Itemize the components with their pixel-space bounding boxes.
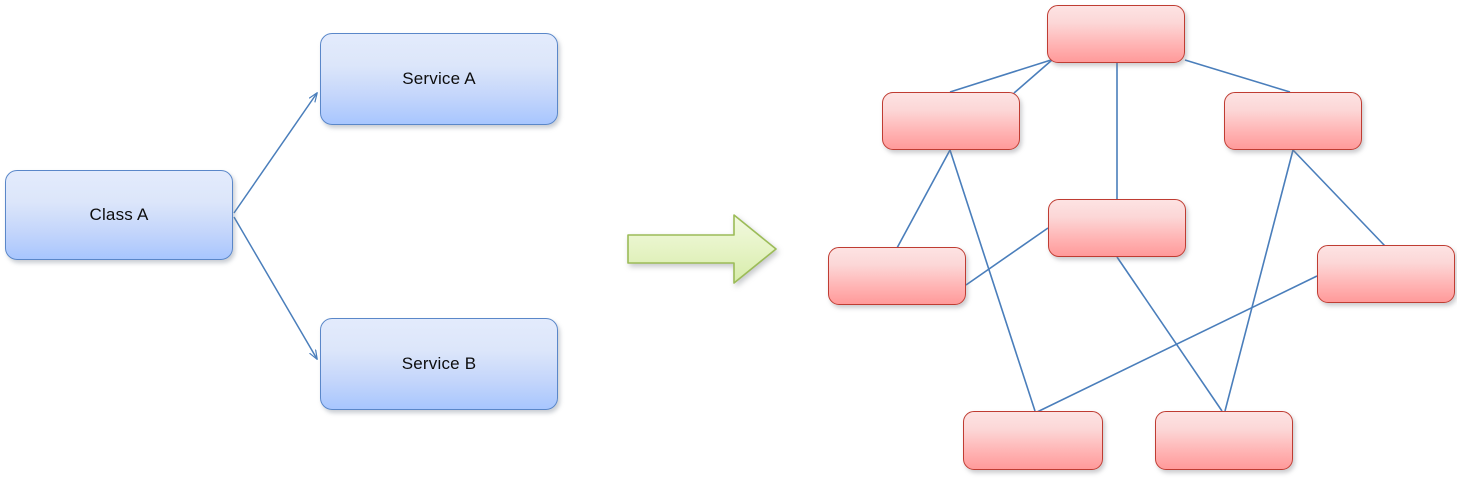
node-service-b[interactable]: Service B [320,318,558,410]
graph-node-n3[interactable] [1224,92,1362,150]
edge-n1-n2-long [949,59,1052,93]
node-service-b-label: Service B [401,354,477,373]
node-service-a[interactable]: Service A [320,33,558,125]
edge-class-a-to-service-a [233,93,317,214]
edge-n6-n7 [1034,275,1318,414]
edge-class-a-to-service-b [233,216,317,359]
graph-node-n1[interactable] [1047,5,1185,63]
green-transition-arrow [627,214,777,284]
edge-n3-n6 [1292,149,1386,247]
graph-node-n6[interactable] [1317,245,1455,303]
edge-n2-n5 [896,149,951,249]
node-class-a-label: Class A [89,205,149,224]
edge-n4-n8 [1116,256,1223,412]
graph-node-n4[interactable] [1048,199,1186,257]
graph-node-n8[interactable] [1155,411,1293,470]
edge-n3-n8 [1224,149,1294,412]
edge-n1-n3 [1184,59,1291,93]
edge-n1-n2 [1013,59,1053,94]
graph-node-n5[interactable] [828,247,966,305]
edge-n4-n5 [965,227,1049,286]
graph-node-n7[interactable] [963,411,1103,470]
node-class-a[interactable]: Class A [5,170,233,260]
graph-node-n2[interactable] [882,92,1020,150]
node-service-a-label: Service A [402,69,476,88]
